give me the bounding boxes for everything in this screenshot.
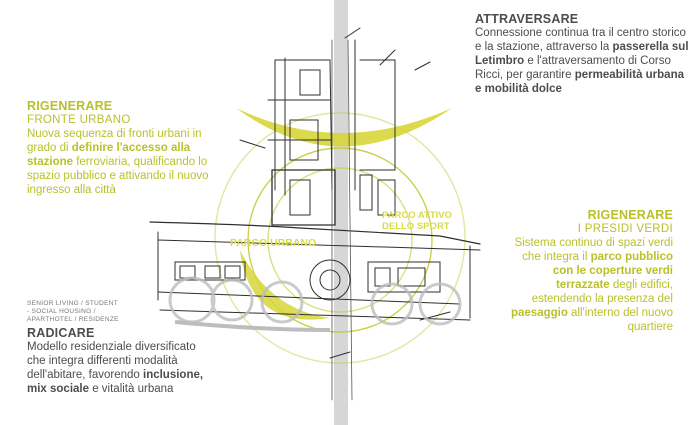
bold-phrase: permeabilità urbana e mobilità dolce — [475, 69, 685, 95]
text-phrase: e l'attraversamento di Corso Ricci, per … — [475, 55, 671, 81]
text-phrase: Sistema continuo di spazi verdi che inte… — [514, 237, 673, 263]
sketch-ink — [149, 27, 481, 401]
rigenerare-presidi-block: RIGENERARE I PRESIDI VERDI Sistema conti… — [507, 208, 673, 334]
text-phrase: Connessione continua tra il centro stori… — [475, 27, 686, 53]
radicare-text: Modello residenziale diversificato che i… — [27, 340, 207, 396]
green-arcs — [214, 112, 466, 364]
label-parco-urbano: PARCO URBANO — [230, 237, 316, 249]
gray-track — [174, 320, 331, 332]
attraversare-title: ATTRAVERSARE — [475, 12, 579, 26]
attraversare-block: ATTRAVERSARE Connessione continua tra il… — [475, 12, 690, 96]
rigenerare-fronte-text: Nuova sequenza di fronti urbani in grado… — [27, 127, 232, 197]
label-parco-attivo-1: PARCO ATTIVO — [382, 210, 452, 221]
radicare-block: SENIOR LIVING / STUDENT - SOCIAL HOUSING… — [27, 300, 207, 396]
yellow-sweep — [240, 250, 330, 320]
axis-band — [334, 0, 348, 425]
bold-phrase: definire l'accesso alla stazione — [27, 142, 191, 168]
text-phrase: ferroviaria, qualificando lo spazio pubb… — [27, 156, 209, 196]
rigenerare-presidi-subtitle: I PRESIDI VERDI — [577, 223, 673, 235]
attraversare-text: Connessione continua tra il centro stori… — [475, 26, 690, 96]
radicare-title: RADICARE — [27, 326, 95, 340]
bold-phrase: inclusione, mix sociale — [27, 369, 204, 395]
rigenerare-fronte-subtitle: FRONTE URBANO — [27, 114, 131, 126]
bold-phrase: passerella sul Letimbro — [475, 41, 689, 67]
rigenerare-presidi-text: Sistema continuo di spazi verdi che inte… — [507, 236, 673, 334]
rigenerare-fronte-title: RIGENERARE — [27, 99, 113, 113]
text-phrase: Modello residenziale diversificato che i… — [27, 341, 196, 381]
rigenerare-presidi-title: RIGENERARE — [587, 208, 673, 222]
text-phrase: e vitalità urbana — [89, 383, 174, 395]
text-phrase: degli edifici, estendendo la presenza de… — [531, 279, 673, 305]
rigenerare-fronte-block: RIGENERARE FRONTE URBANO Nuova sequenza … — [27, 99, 232, 197]
gray-circles — [168, 276, 462, 326]
bold-phrase: parco pubblico con le coperture verdi te… — [552, 251, 673, 291]
text-phrase: Nuova sequenza di fronti urbani in grado… — [27, 128, 202, 154]
label-parco-attivo-2: DELLO SPORT — [382, 221, 450, 232]
bold-phrase: paesaggio — [510, 307, 568, 319]
text-phrase: all'interno del nuovo quartiere — [567, 307, 673, 333]
radicare-small-labels: SENIOR LIVING / STUDENT - SOCIAL HOUSING… — [27, 300, 119, 323]
